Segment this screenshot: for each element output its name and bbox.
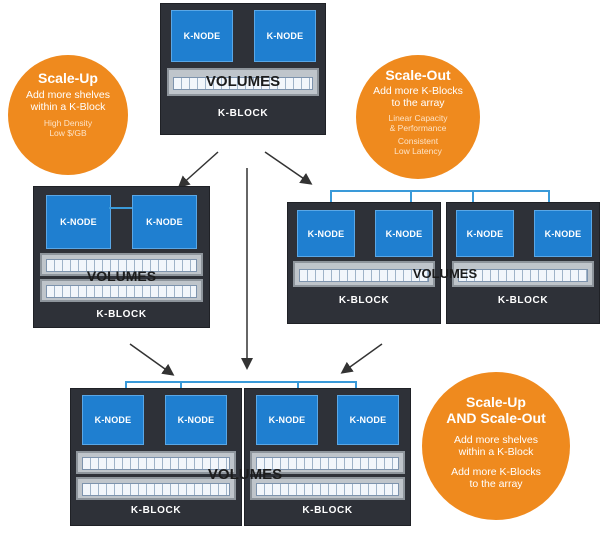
volumes-label: VOLUMES: [205, 73, 281, 90]
callout-text: within a K-Block: [458, 446, 534, 458]
scale-out-kblock: K-NODE K-NODE K-BLOCK: [287, 202, 441, 324]
volume-shelf: [250, 477, 405, 500]
callout-text: Add more K-Blocks: [373, 85, 463, 97]
combined-kblock: K-NODE K-NODE K-BLOCK: [70, 388, 242, 526]
arrow-from-scale-up: [129, 343, 175, 376]
callout-title: Scale-Up: [466, 394, 526, 410]
arrow-to-scale-out: [264, 151, 313, 185]
knode: K-NODE: [254, 10, 316, 62]
volume-shelf: [40, 253, 203, 276]
kblock-label: K-BLOCK: [96, 309, 147, 320]
callout-note: High Density: [43, 118, 93, 128]
volume-shelf: [40, 279, 203, 302]
scale-up-callout: Scale-Up Add more shelves within a K-Blo…: [8, 55, 128, 175]
knode: K-NODE: [456, 210, 514, 257]
scale-up-kblock: K-NODE K-NODE VOLUMES K-BLOCK: [33, 186, 210, 328]
kblock-label: K-BLOCK: [302, 505, 353, 516]
kblock-label: K-BLOCK: [130, 505, 182, 516]
volume-shelf: [452, 261, 594, 287]
callout-note: Low Latency: [394, 146, 442, 156]
callout-text: Add more K-Blocks: [451, 466, 541, 478]
callout-title: AND Scale-Out: [446, 410, 546, 426]
callout-text: Add more shelves: [453, 434, 539, 446]
arrow-to-scale-up: [177, 151, 219, 189]
knode: K-NODE: [165, 395, 227, 445]
callout-text: within a K-Block: [30, 101, 106, 113]
knode: K-NODE: [46, 195, 111, 249]
callout-title: Scale-Up: [38, 70, 98, 86]
top-kblock: K-NODE K-NODE VOLUMES K-BLOCK: [160, 3, 326, 135]
callout-note: Linear Capacity: [388, 113, 448, 123]
knode: K-NODE: [171, 10, 233, 62]
kblock-label: K-BLOCK: [338, 295, 390, 306]
knode: K-NODE: [534, 210, 592, 257]
kblock-label: K-BLOCK: [217, 108, 269, 119]
knode: K-NODE: [132, 195, 197, 249]
volume-shelf: [76, 451, 236, 474]
scale-out-callout: Scale-Out Add more K-Blocks to the array…: [356, 55, 480, 179]
knode: K-NODE: [375, 210, 433, 257]
callout-note: Consistent: [397, 136, 439, 146]
knode: K-NODE: [337, 395, 399, 445]
callout-text: to the array: [391, 97, 445, 109]
kblock-label: K-BLOCK: [497, 295, 549, 306]
volume-shelf: [76, 477, 236, 500]
scale-up-and-out-callout: Scale-Up AND Scale-Out Add more shelves …: [422, 372, 570, 520]
callout-text: Add more shelves: [25, 89, 111, 101]
callout-note: & Performance: [389, 123, 447, 133]
volume-shelf: [250, 451, 405, 474]
arrow-from-scale-out: [340, 343, 383, 374]
combined-kblock: K-NODE K-NODE K-BLOCK: [244, 388, 411, 526]
volumes-label: VOLUMES: [207, 466, 283, 483]
knode: K-NODE: [82, 395, 144, 445]
callout-text: to the array: [469, 478, 523, 490]
volumes-label: VOLUMES: [412, 266, 478, 281]
volume-shelf: [293, 261, 435, 287]
knode: K-NODE: [297, 210, 355, 257]
callout-title: Scale-Out: [385, 67, 451, 83]
scale-out-kblock: K-NODE K-NODE K-BLOCK: [446, 202, 600, 324]
callout-note: Low $/GB: [49, 128, 87, 138]
volume-shelf: [167, 68, 319, 96]
volumes-label: VOLUMES: [86, 268, 157, 284]
knode: K-NODE: [256, 395, 318, 445]
